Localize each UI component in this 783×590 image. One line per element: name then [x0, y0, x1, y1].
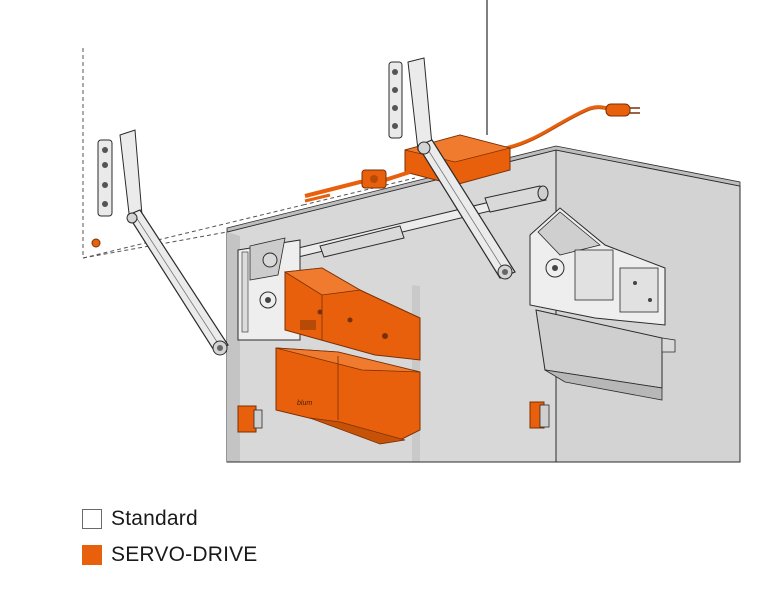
stabilizer-rod-sleeve	[319, 225, 405, 258]
lift-system-exploded-diagram: blum	[82, 0, 741, 463]
stabilizer-rod	[287, 185, 549, 262]
cabinet-top-edge	[226, 145, 741, 233]
legend-label-standard: Standard	[111, 507, 198, 530]
standard-swatch	[82, 509, 102, 529]
left-wall-mounting-plate	[91, 139, 113, 248]
left-lift-arm	[119, 129, 229, 356]
servo-switch-left	[237, 405, 263, 433]
legend: Standard SERVO-DRIVE	[82, 506, 258, 578]
center-lift-arm	[407, 57, 516, 280]
servo-plug	[605, 103, 631, 117]
servo-drive-swatch	[82, 545, 102, 565]
servo-brand-mark: blum	[297, 400, 312, 407]
right-lift-mechanism	[529, 207, 666, 326]
servo-switch-right	[529, 401, 550, 429]
center-wall-mounting-plate	[388, 61, 403, 139]
right-cover-cap	[535, 309, 676, 401]
servo-drive-unit-upper	[283, 267, 421, 361]
legend-item-standard: Standard	[82, 506, 258, 532]
cabinet-inner-left	[227, 232, 240, 462]
servo-drive-unit-lower: blum	[275, 347, 421, 445]
legend-item-servo-drive: SERVO-DRIVE	[82, 542, 258, 568]
legend-label-servo-drive: SERVO-DRIVE	[111, 543, 258, 566]
